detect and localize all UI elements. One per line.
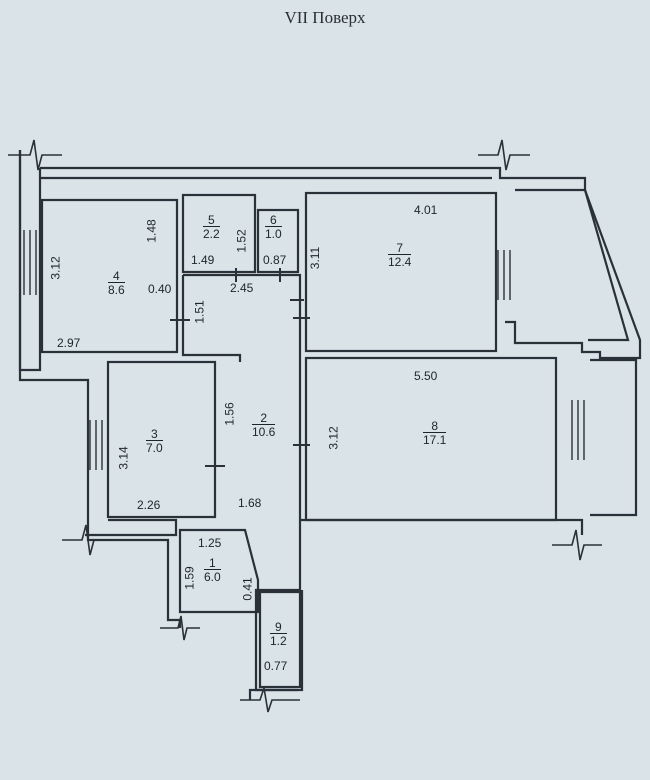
room-1-outline [178,528,260,614]
dim-r2-upper: 1.56 [222,402,237,426]
room-5-label: 5 2.2 [203,213,220,241]
room-5-outline [181,193,257,274]
room-6-outline [256,208,300,274]
left-wall [18,150,182,628]
dim-r3-width: 2.26 [137,498,161,512]
window-room-8 [571,400,585,460]
room-7-label: 7 12.4 [388,241,412,269]
window-room-4 [23,230,37,295]
balcony [590,358,638,517]
outer-wall-south [85,518,584,537]
wall-lower-right [248,590,304,700]
break-mark-lower-left [160,615,200,641]
room-9-outline [258,590,302,689]
door-tick [170,268,310,472]
dim-r8-height: 3.12 [326,426,341,450]
floor-title: VII Поверх [284,8,366,27]
window-room-7 [497,250,511,300]
break-mark-top-right [478,139,530,171]
dim-r5-height: 1.52 [234,229,249,253]
dim-r8-width: 5.50 [414,369,438,383]
window-room-3 [89,420,103,470]
room-8-label: 8 17.1 [423,419,447,447]
dim-r7-width: 4.01 [414,203,438,217]
room-7-outline [304,191,498,353]
break-mark-bottom-left [62,524,112,556]
right-block [515,188,630,342]
dim-r1-height: 1.59 [182,566,197,590]
dim-r4-gap: 0.40 [148,282,172,296]
room-4-label: 4 8.6 [108,269,125,297]
break-mark-bottom-right [552,529,602,561]
dim-r1-width: 1.25 [198,536,222,550]
dim-r4-width: 2.97 [57,336,81,350]
dim-hall-width: 2.45 [230,281,254,295]
dim-r5-width: 1.49 [191,253,215,267]
break-mark-bottom-center [240,687,300,713]
dim-r9-width: 0.77 [264,659,288,673]
dim-r4-inner: 1.48 [144,219,159,243]
break-mark-top-left [8,139,62,171]
dim-r4-height: 3.12 [48,256,63,280]
room-3-label: 3 7.0 [146,427,163,455]
room-6-label: 6 1.0 [265,213,282,241]
dim-hall-height: 1.51 [192,300,207,324]
dim-r7-height: 3.11 [308,246,323,270]
dim-r1-gap: 0.41 [240,577,255,601]
room-1-label: 1 6.0 [204,556,221,584]
room-3-outline [106,360,217,519]
room-9-label: 9 1.2 [270,620,287,648]
outer-wall [40,166,642,360]
dim-r2-lower: 1.68 [238,496,262,510]
room-4-outline [40,198,179,354]
dim-r6-width: 0.87 [263,253,287,267]
room-2-label: 2 10.6 [252,411,276,439]
dim-r3-height: 3.14 [116,446,131,470]
